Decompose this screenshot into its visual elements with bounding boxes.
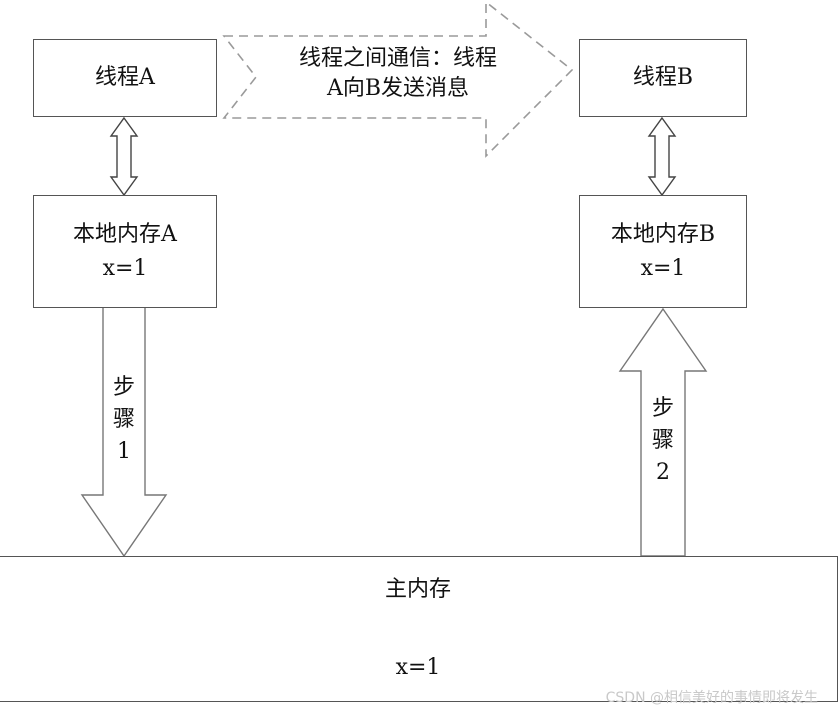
step1-char-2: 骤 <box>112 407 135 432</box>
step1-char-3: 1 <box>117 439 131 464</box>
double-arrow-a <box>109 116 139 197</box>
local-memory-a-label: 本地内存A <box>73 221 177 247</box>
local-memory-b-label: 本地内存B <box>610 221 716 247</box>
thread-a-box: 线程A <box>33 39 217 117</box>
main-memory-label: 主内存 <box>384 577 451 602</box>
step1-label: 步 骤 1 <box>109 372 139 468</box>
double-arrow-b <box>647 116 677 197</box>
thread-a-label: 线程A <box>95 65 155 90</box>
thread-b-label: 线程B <box>632 65 694 90</box>
step2-char-3: 2 <box>656 460 670 485</box>
step2-char-2: 骤 <box>651 428 674 453</box>
local-memory-b-value: x=1 <box>640 255 686 281</box>
step1-arrow <box>80 306 168 558</box>
main-memory-box: 主内存 x=1 <box>0 556 838 702</box>
watermark: CSDN @相信美好的事情即将发生 <box>605 690 818 706</box>
message-line-2: A向B发送消息 <box>326 76 470 101</box>
step2-label: 步 骤 2 <box>648 393 678 489</box>
local-memory-b-box: 本地内存B x=1 <box>579 195 747 308</box>
local-memory-a-value: x=1 <box>102 255 148 281</box>
message-line-1: 线程之间通信：线程 <box>298 46 497 71</box>
message-text: 线程之间通信：线程 A向B发送消息 <box>260 44 536 104</box>
main-memory-value: x=1 <box>395 655 441 680</box>
step1-char-1: 步 <box>112 375 135 400</box>
step2-char-1: 步 <box>651 396 674 421</box>
local-memory-a-box: 本地内存A x=1 <box>33 195 217 308</box>
thread-b-box: 线程B <box>579 39 747 117</box>
message-arrow <box>222 0 574 158</box>
